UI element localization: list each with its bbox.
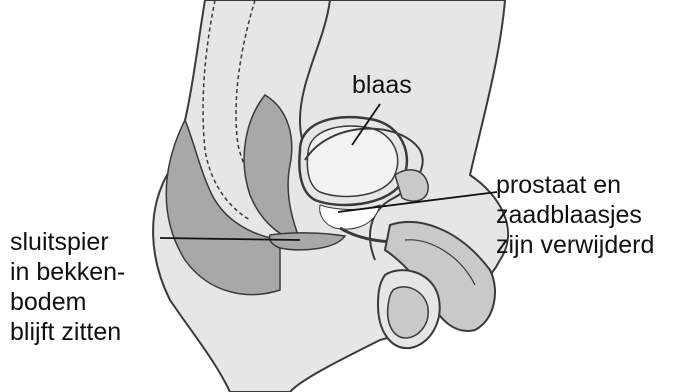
label-sluitspier-line: sluitspier	[10, 227, 125, 257]
label-blaas: blaas	[352, 70, 412, 100]
label-prostaat-line: prostaat en	[496, 170, 654, 200]
label-prostaat-line: zijn verwijderd	[496, 230, 654, 260]
label-sluitspier-line: blijft zitten	[10, 317, 125, 347]
label-blaas-line: blaas	[352, 70, 412, 100]
label-sluitspier-line: in bekken-	[10, 257, 125, 287]
testicle	[388, 287, 429, 338]
label-prostaat-line: zaadblaasjes	[496, 200, 654, 230]
label-sluitspier: sluitspier in bekken- bodem blijft zitte…	[10, 227, 125, 347]
label-prostaat: prostaat en zaadblaasjes zijn verwijderd	[496, 170, 654, 260]
label-sluitspier-line: bodem	[10, 287, 125, 317]
bladder-wall	[307, 126, 397, 196]
